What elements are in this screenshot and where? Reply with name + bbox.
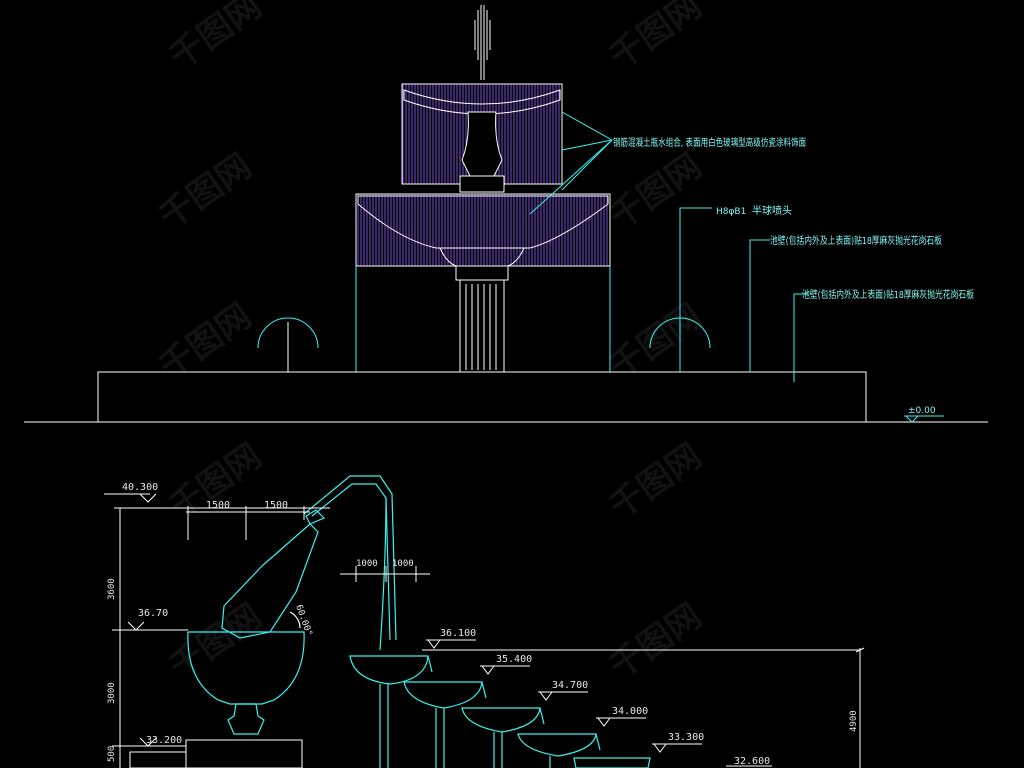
watermark-text: 千图网 (162, 596, 268, 687)
middle-bowl (357, 195, 609, 249)
watermark-text: 千图网 (162, 436, 268, 527)
big-bowl-plinth (185, 739, 303, 768)
column-shaft (455, 265, 509, 373)
dim-text: 3000 (107, 682, 117, 704)
upper-vase (461, 111, 503, 177)
leader-nozzle (679, 207, 712, 372)
level-text: 32.600 (734, 756, 770, 767)
base-step (129, 751, 187, 768)
dim-text: 1500 (264, 500, 288, 511)
middle-water-curtain (355, 193, 611, 267)
dim-text: 500 (107, 746, 117, 762)
nozzle-code-label: H8φB1 (716, 207, 746, 217)
watermark-text: 千图网 (152, 296, 258, 387)
upper-bowl (403, 89, 561, 115)
leader-main (561, 111, 613, 141)
pool-basin (97, 371, 867, 423)
dim-text: 4900 (849, 710, 859, 732)
level-mark-33200 (139, 737, 157, 747)
level-text: 40.300 (122, 482, 158, 493)
dim-text: 1500 (206, 500, 230, 511)
dim-text: 1000 (356, 559, 378, 569)
level-mark-ground (905, 415, 920, 423)
fountain-elevation: 钢筋混凝土瓶水组合, 表面用白色玻璃型高级仿瓷涂料饰面 H8φB1 半球喷头 池… (24, 5, 988, 423)
level-text: 36.70 (138, 608, 168, 619)
level-text: 36.100 (440, 628, 476, 639)
nozzle-name-label: 半球喷头 (752, 204, 792, 217)
watermark-text: 千图网 (162, 0, 268, 77)
watermark-text: 千图网 (602, 436, 708, 527)
level-text: 33.300 (668, 732, 704, 743)
leader-pool-inner (749, 239, 770, 372)
watermark-text: 千图网 (602, 146, 708, 237)
fountain-section: 40.300 36.70 33.200 36.100 35.400 34.700… (104, 475, 865, 768)
watermark-text: 千图网 (152, 146, 258, 237)
note-pool-outer-label: 池壁(包括内外及上表面)贴18厚麻灰抛光花岗石板 (802, 288, 974, 301)
leader-pool-outer (793, 293, 808, 382)
dim-text: 3600 (107, 578, 117, 600)
cascade-basins (349, 655, 651, 768)
level-mark-3670 (127, 621, 145, 631)
watermark-text: 千图网 (602, 596, 708, 687)
big-bowl-stem (227, 703, 265, 735)
note-main-label: 钢筋混凝土瓶水组合, 表面用白色玻璃型高级仿瓷涂料饰面 (613, 136, 806, 149)
level-text: 34.700 (552, 680, 588, 691)
top-spray-nozzle (474, 5, 491, 80)
upper-pedestal (459, 175, 505, 193)
level-text: 34.000 (612, 706, 648, 717)
big-bowl (187, 631, 305, 705)
tilted-bottle (221, 475, 397, 651)
level-text: 35.400 (496, 654, 532, 665)
level-text: 33.200 (146, 735, 182, 746)
level-mark-40300 (139, 493, 157, 503)
dim-text: 1000 (392, 559, 414, 569)
hemisphere-nozzle-left (257, 317, 319, 349)
note-pool-inner-label: 池壁(包括内外及上表面)贴18厚麻灰抛光花岗石板 (770, 234, 942, 247)
ground-level-label: ±0.00 (908, 406, 936, 416)
watermark-text: 千图网 (602, 0, 708, 77)
watermark-text: 千图网 (602, 296, 708, 387)
